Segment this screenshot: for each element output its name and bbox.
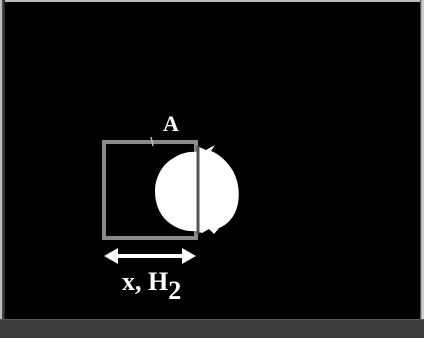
measure-subscript: 2 xyxy=(168,276,181,305)
label-a-tick xyxy=(151,137,153,146)
arrow-head-left xyxy=(104,248,118,264)
measure-label: x, H2 xyxy=(122,267,181,305)
bottom-bar xyxy=(0,319,424,338)
arrow-head-right xyxy=(182,248,196,264)
double-arrow xyxy=(104,248,196,264)
point-a-label: A xyxy=(163,111,179,136)
